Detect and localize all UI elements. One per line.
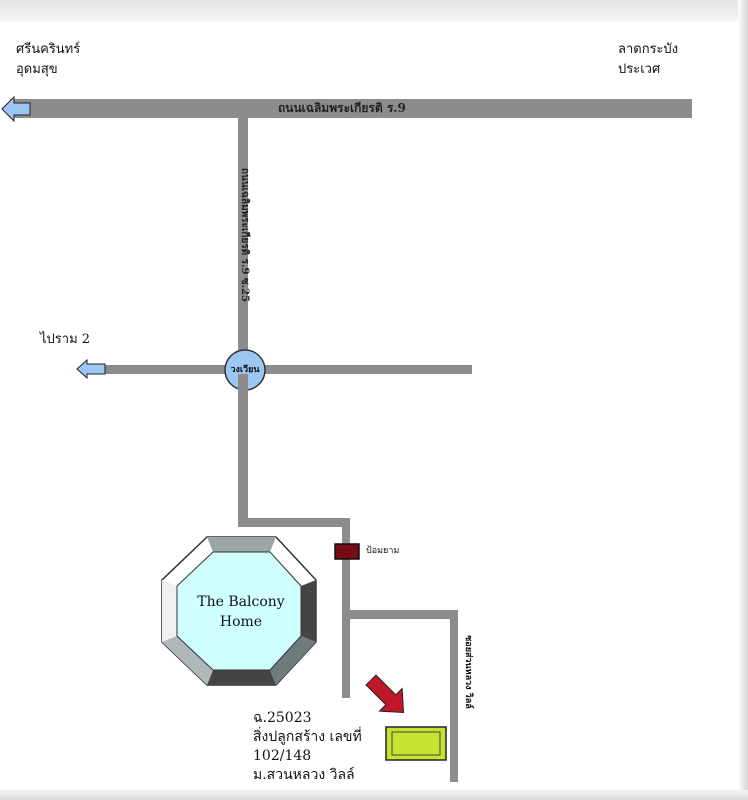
right-side-road xyxy=(450,610,458,782)
octagon-label-line1: The Balcony xyxy=(197,594,285,610)
arrow-left-icon xyxy=(76,358,106,380)
road-turn-right xyxy=(238,518,350,527)
main-road-label: ถนนเฉลิมพระเกียรติ ร.9 xyxy=(278,101,406,115)
octagon-bottom-bevel xyxy=(207,670,276,685)
octagon-top-bevel xyxy=(207,537,276,552)
target-building-inner xyxy=(391,731,441,756)
address-line1: ฉ.25023 xyxy=(253,710,312,726)
vertical-road xyxy=(238,116,248,514)
octagon-bottom-left-bevel xyxy=(162,636,213,685)
arrow-pointer-icon xyxy=(365,674,405,714)
address-line3: 102/148 xyxy=(253,748,312,764)
octagon-label-line2: Home xyxy=(219,614,263,630)
top-right-label-line2: ประเวศ xyxy=(618,62,661,77)
road-village-branch xyxy=(342,610,458,619)
top-left-label-line2: อุดมสุข xyxy=(16,62,58,77)
octagon-bottom-right-bevel xyxy=(270,636,316,685)
octagon-inner xyxy=(176,551,302,671)
address-line4: ม.สวนหลวง วิลล์ xyxy=(253,767,355,783)
arrow-left-icon xyxy=(1,95,31,123)
cross-road-left xyxy=(104,365,244,374)
top-right-label-line1: ลาดกระบัง xyxy=(618,42,679,57)
road-down-village xyxy=(342,518,350,698)
address-line2: สิ่งปลูกสร้าง เลขที่ xyxy=(253,729,362,745)
cross-road-right xyxy=(248,365,472,374)
right-scroll-edge xyxy=(738,0,748,800)
landmark-label: ป้อมยาม xyxy=(366,546,400,556)
roundabout-label: วงเวียน xyxy=(230,365,260,375)
top-toolbar-strip xyxy=(0,0,748,22)
right-side-road-label: ซอยส่วนหลวง วิลล์ xyxy=(463,635,473,709)
octagon-right-bevel xyxy=(301,580,316,642)
road-down-to-turn xyxy=(238,374,248,526)
landmark-guardhouse xyxy=(334,543,360,560)
vertical-road-label: ถนนเฉลิมพระเกียรติ ร.9 ซ.25 xyxy=(239,167,250,303)
octagon-left-bevel xyxy=(162,580,177,642)
main-road xyxy=(10,99,692,118)
top-left-label-line1: ศรีนครินทร์ xyxy=(16,42,81,57)
bottom-edge xyxy=(0,790,748,800)
left-branch-label: ไปราม 2 xyxy=(40,332,91,347)
